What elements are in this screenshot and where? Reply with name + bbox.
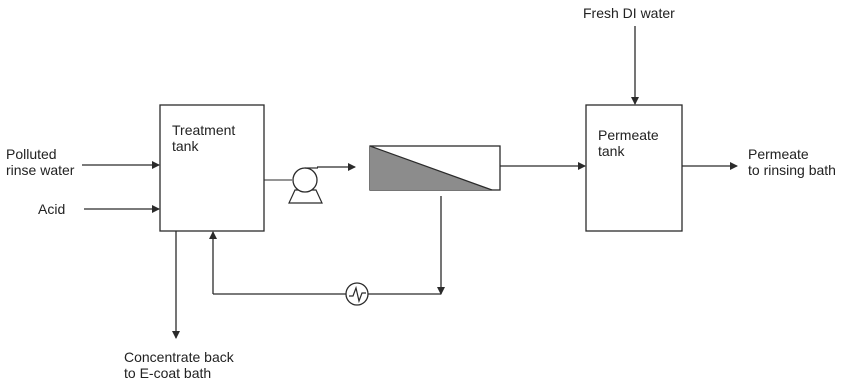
- treatment-tank-label-line2: tank: [172, 138, 199, 154]
- treatment-tank-box: [159, 104, 265, 232]
- permeate-tank-box: [585, 104, 683, 232]
- membrane-module-icon: [369, 145, 501, 191]
- permeate-out-line2: to rinsing bath: [748, 162, 836, 178]
- pump-icon: [288, 167, 323, 204]
- treatment-tank-label: Treatment tank: [172, 122, 235, 154]
- polluted-rinse-water-line1: Polluted: [6, 146, 57, 162]
- treatment-tank-label-line1: Treatment: [172, 122, 236, 138]
- permeate-out-label: Permeate to rinsing bath: [748, 146, 836, 178]
- fresh-di-water-label: Fresh DI water: [583, 5, 675, 21]
- heat-exchanger-icon: [345, 282, 369, 306]
- permeate-tank-label-line1: Permeate: [598, 127, 659, 143]
- permeate-tank-label-line2: tank: [598, 143, 625, 159]
- concentrate-back-line1: Concentrate back: [124, 349, 234, 365]
- concentrate-back-label: Concentrate back to E-coat bath: [124, 349, 234, 381]
- polluted-rinse-water-label: Polluted rinse water: [6, 146, 74, 178]
- acid-label: Acid: [38, 201, 66, 217]
- permeate-out-line1: Permeate: [748, 146, 809, 162]
- concentrate-back-line2: to E-coat bath: [124, 365, 212, 381]
- polluted-rinse-water-line2: rinse water: [6, 162, 75, 178]
- permeate-tank-label: Permeate tank: [598, 127, 659, 159]
